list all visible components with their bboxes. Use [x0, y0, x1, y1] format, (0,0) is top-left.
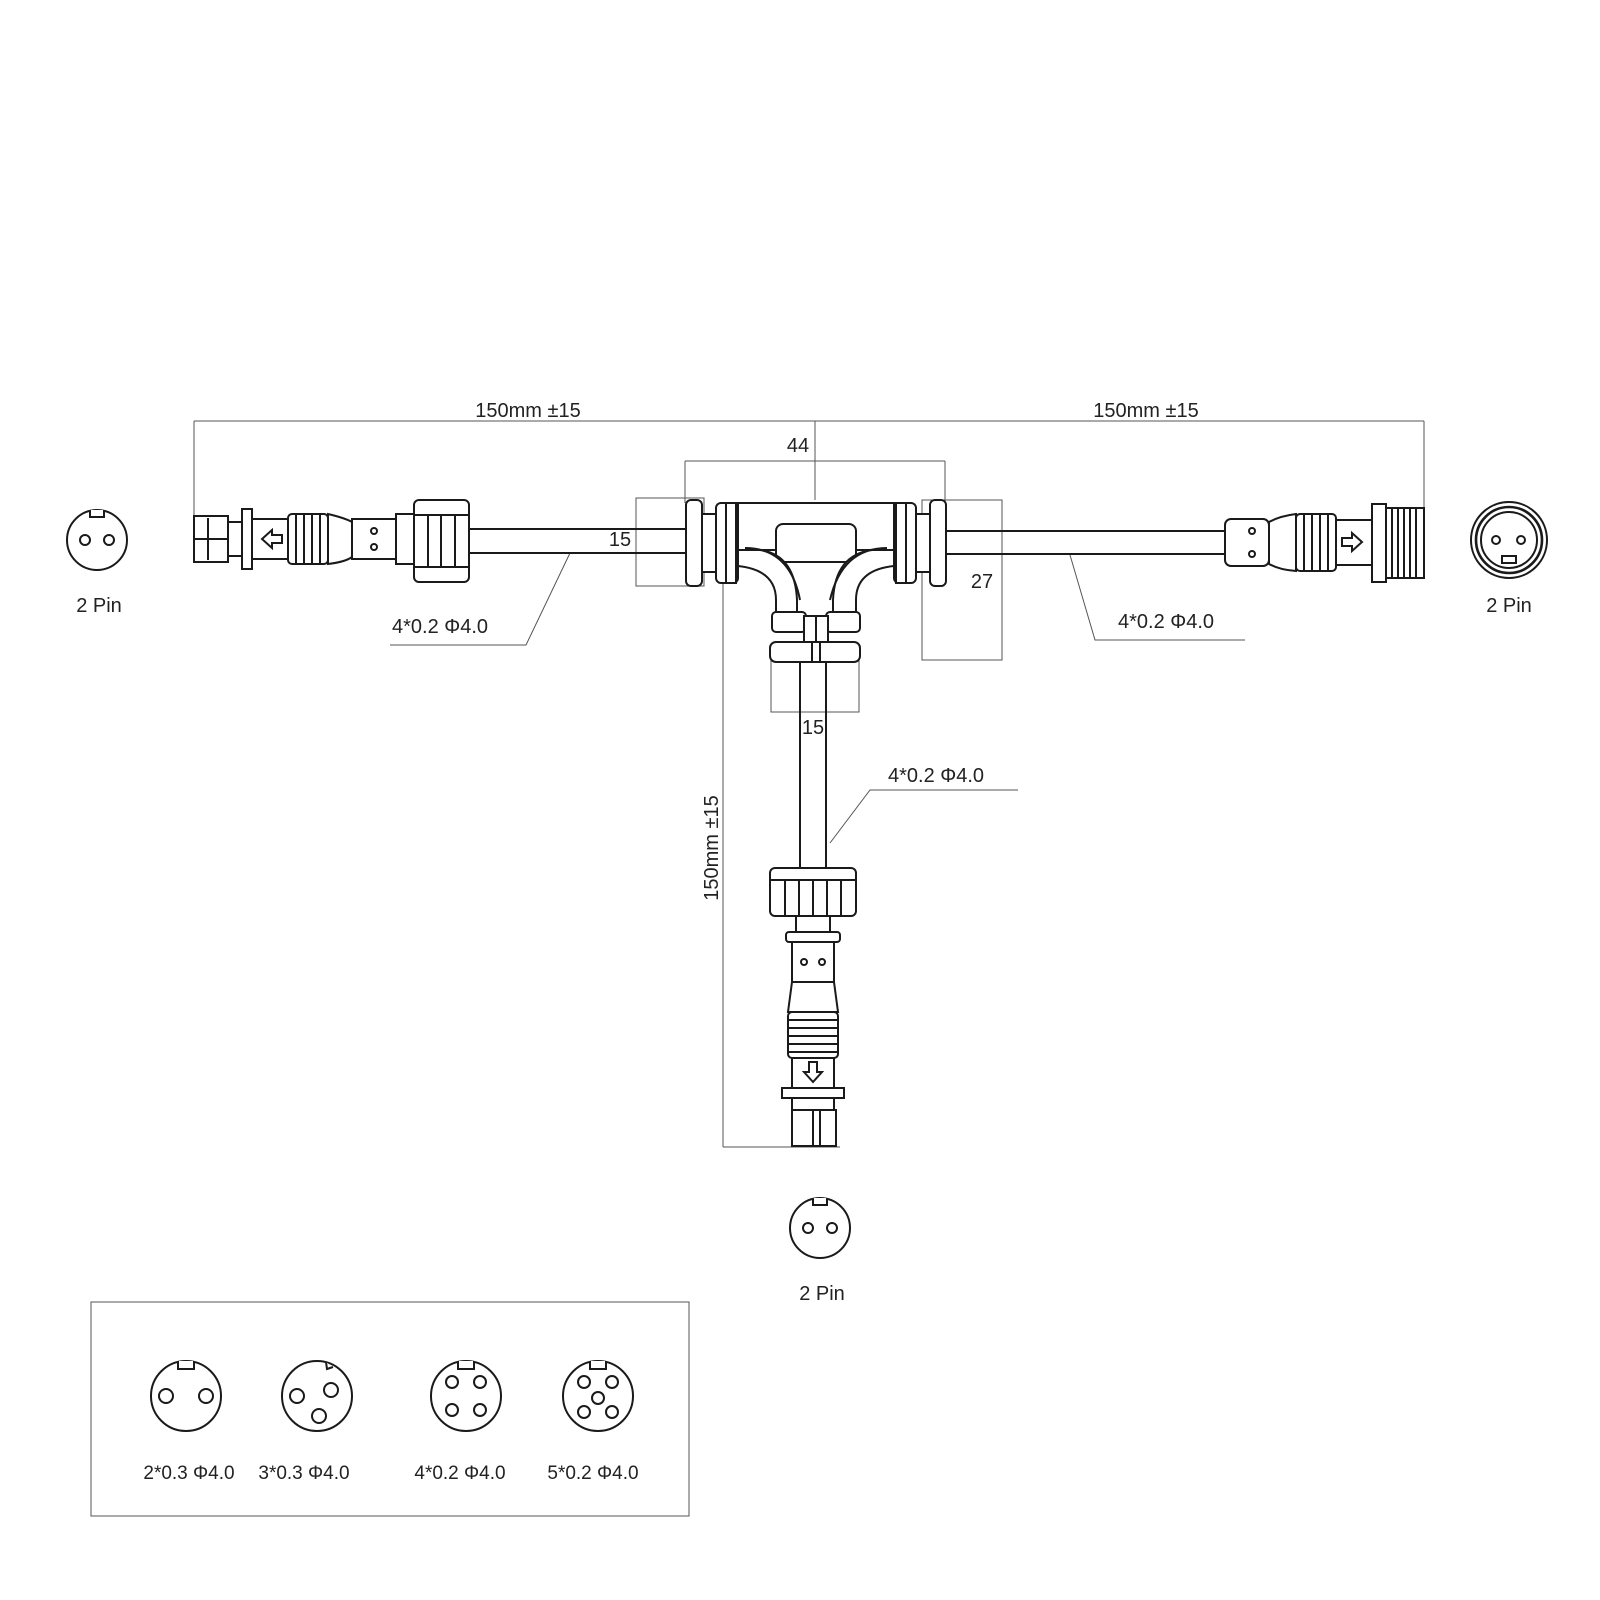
- left-stub-label: 15: [609, 529, 631, 551]
- cable-left: [468, 528, 688, 554]
- left-connector: [193, 499, 470, 583]
- legend-5pin-label: 5*0.2 Φ4.0: [547, 1463, 638, 1484]
- right-connector: [1224, 503, 1425, 583]
- pin-legend: 2*0.3 Φ4.0 3*0.3 Φ4.0 4*0.2 Φ4.0 5*0.2 Φ…: [90, 1301, 690, 1517]
- bottom-connector: [769, 867, 857, 1147]
- down-length-label: 150mm ±15: [701, 795, 723, 900]
- dimension-labels: 150mm ±15 150mm ±15 44 27 15 15 150mm ±1…: [475, 400, 1198, 901]
- right-pin-face-icon: [1470, 501, 1548, 579]
- tee-body: [685, 499, 947, 663]
- tee-height-label: 27: [971, 571, 993, 593]
- legend-2pin-label: 2*0.3 Φ4.0: [143, 1463, 234, 1484]
- bottom-pin-label: 2 Pin: [799, 1283, 845, 1305]
- legend-3pin-icon: [281, 1360, 353, 1432]
- left-pin-label: 2 Pin: [76, 595, 122, 617]
- cable-labels: 4*0.2 Φ4.0 4*0.2 Φ4.0 4*0.2 Φ4.0: [392, 611, 1214, 787]
- tee-width-label: 44: [787, 435, 809, 457]
- legend-4pin-label: 4*0.2 Φ4.0: [414, 1463, 505, 1484]
- right-cable-spec: 4*0.2 Φ4.0: [1118, 611, 1214, 633]
- down-cable-spec: 4*0.2 Φ4.0: [888, 765, 984, 787]
- legend-4pin-icon: [430, 1360, 502, 1432]
- left-cable-spec: 4*0.2 Φ4.0: [392, 616, 488, 638]
- legend-2pin-icon: [150, 1360, 222, 1432]
- cable-right: [935, 530, 1225, 555]
- bottom-pin-face-icon: [789, 1197, 851, 1259]
- down-stub-label: 15: [802, 717, 824, 739]
- left-length-label: 150mm ±15: [475, 400, 580, 422]
- pin-labels: 2 Pin 2 Pin 2 Pin: [76, 595, 1532, 1305]
- left-pin-face-icon: [66, 509, 128, 571]
- legend-5pin-icon: [562, 1360, 634, 1432]
- dimension-lines: [193, 420, 1425, 1148]
- right-length-label: 150mm ±15: [1093, 400, 1198, 422]
- legend-3pin-label: 3*0.3 Φ4.0: [258, 1463, 349, 1484]
- cable-down: [799, 660, 827, 870]
- right-pin-label: 2 Pin: [1486, 595, 1532, 617]
